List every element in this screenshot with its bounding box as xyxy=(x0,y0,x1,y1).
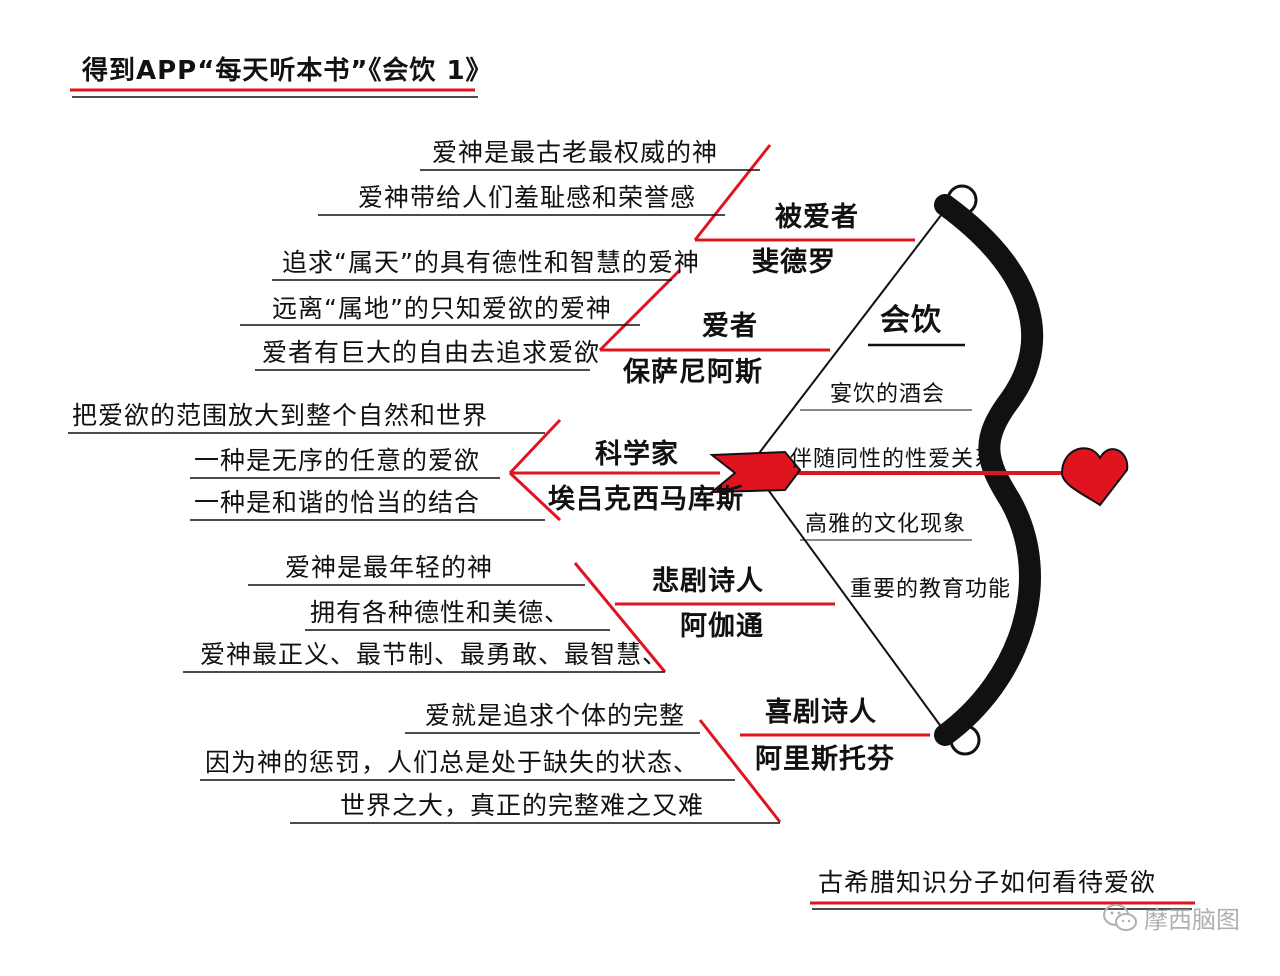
footer-subtitle: 古希腊知识分子如何看待爱欲 xyxy=(818,868,1157,897)
center-item-4: 重要的教育功能 xyxy=(850,577,1012,602)
speaker-name-5: 阿里斯托芬 xyxy=(755,744,895,775)
center-item-1: 宴饮的酒会 xyxy=(830,382,946,407)
speaker-role-3: 科学家 xyxy=(595,439,679,470)
branch-5-point-3: 世界之大，真正的完整难之又难 xyxy=(340,791,705,820)
center-item-2: 伴随同性的性爱关系 xyxy=(790,447,998,472)
bow-string-bottom xyxy=(749,464,946,733)
bow-tip-top xyxy=(946,184,978,216)
bow-string-top xyxy=(749,209,946,466)
branch-5-point-1: 爱就是追求个体的完整 xyxy=(425,701,686,730)
watermark: 摩西脑图 xyxy=(1102,900,1240,935)
page-title: 得到APP“每天听本书”《会饮 1》 xyxy=(82,56,493,86)
branch-2-point-2: 远离“属地”的只知爱欲的爱神 xyxy=(272,294,612,323)
speaker-name-4: 阿伽通 xyxy=(680,611,764,642)
branch-4-point-3: 爱神最正义、最节制、最勇敢、最智慧、 xyxy=(200,640,669,669)
speaker-name-1: 斐德罗 xyxy=(752,247,836,278)
branch-3-point-2: 一种是无序的任意的爱欲 xyxy=(194,446,481,475)
speaker-name-2: 保萨尼阿斯 xyxy=(623,357,763,388)
center-title: 会饮 xyxy=(880,303,942,338)
speaker-name-3: 埃吕克西马库斯 xyxy=(548,484,744,515)
bow-tip-bottom xyxy=(949,724,981,756)
branch-3-point-3: 一种是和谐的恰当的结合 xyxy=(194,488,481,517)
arrow-head-heart xyxy=(1060,447,1129,507)
branch-2-point-1: 追求“属天”的具有德性和智慧的爱神 xyxy=(282,248,700,277)
speaker-role-2: 爱者 xyxy=(702,311,758,342)
branch-1-point-2: 爱神带给人们羞耻感和荣誉感 xyxy=(358,183,697,212)
arrow-fletching xyxy=(709,450,802,494)
branch-1-point-1: 爱神是最古老最权威的神 xyxy=(432,138,719,167)
wechat-icon xyxy=(1103,903,1137,931)
branch-3-point-1: 把爱欲的范围放大到整个自然和世界 xyxy=(72,401,489,430)
branch-4-point-1: 爱神是最年轻的神 xyxy=(285,553,494,582)
bow-limb xyxy=(934,194,1044,746)
speaker-role-4: 悲剧诗人 xyxy=(652,566,764,597)
center-item-3: 高雅的文化现象 xyxy=(805,512,967,537)
watermark-text: 摩西脑图 xyxy=(1144,906,1240,934)
speaker-role-1: 被爱者 xyxy=(775,202,859,233)
branch-5-point-2: 因为神的惩罚，人们总是处于缺失的状态、 xyxy=(205,748,700,777)
branch-2-point-3: 爱者有巨大的自由去追求爱欲 xyxy=(262,338,601,367)
branch-4-point-2: 拥有各种德性和美德、 xyxy=(310,598,571,627)
speaker-role-5: 喜剧诗人 xyxy=(765,697,877,728)
